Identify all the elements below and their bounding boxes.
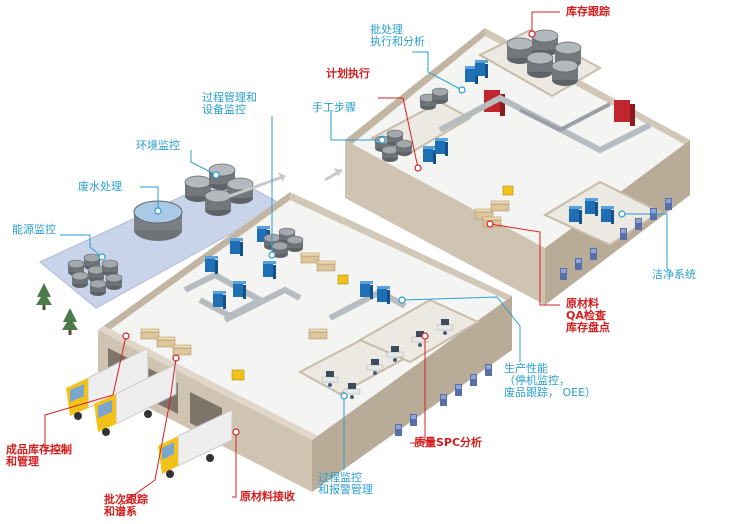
label-line: 批处理 xyxy=(370,23,403,36)
label-line: 执行和分析 xyxy=(370,35,425,48)
label-line: 过程管理和 xyxy=(202,91,257,104)
label-batch-tracking: 批次跟踪和谱系 xyxy=(104,494,148,518)
label-process-alarm: 过程监控和报警管理 xyxy=(318,472,373,496)
label-line: 批次跟踪 xyxy=(104,493,148,506)
label-line: 设备监控 xyxy=(202,103,246,116)
label-finished-goods: 成品库存控制和管理 xyxy=(6,444,72,468)
label-line: 库存盘点 xyxy=(566,321,610,334)
label-line: QA检查 xyxy=(566,309,606,322)
label-production-performance: 生产性能（停机监控，废品跟踪， OEE） xyxy=(504,363,596,399)
label-line: 生产性能 xyxy=(504,362,548,375)
label-clean-system: 洁净系统 xyxy=(652,268,696,281)
label-process-equipment: 过程管理和设备监控 xyxy=(202,92,257,116)
label-plan-execution: 计划执行 xyxy=(326,67,370,80)
label-wastewater-treatment: 废水处理 xyxy=(78,180,122,193)
label-quality-spc: 质量SPC分析 xyxy=(414,436,483,449)
label-line: 和报警管理 xyxy=(318,483,373,496)
label-line: 和管理 xyxy=(6,455,39,468)
label-energy-monitoring: 能源监控 xyxy=(12,223,56,236)
label-line: 原材料 xyxy=(566,297,599,310)
label-raw-material-receiving: 原材料接收 xyxy=(240,490,295,503)
label-manual-steps: 手工步骤 xyxy=(312,101,356,114)
label-line: 废品跟踪， OEE） xyxy=(504,386,597,399)
label-line: （停机监控， xyxy=(504,374,570,387)
label-line: 和谱系 xyxy=(104,505,137,518)
label-environment-monitoring: 环境监控 xyxy=(136,139,180,152)
label-batch-processing: 批处理执行和分析 xyxy=(370,24,425,48)
label-line: 成品库存控制 xyxy=(6,443,72,456)
label-inventory-tracking: 库存跟踪 xyxy=(566,5,610,18)
label-line: 过程监控 xyxy=(318,471,362,484)
